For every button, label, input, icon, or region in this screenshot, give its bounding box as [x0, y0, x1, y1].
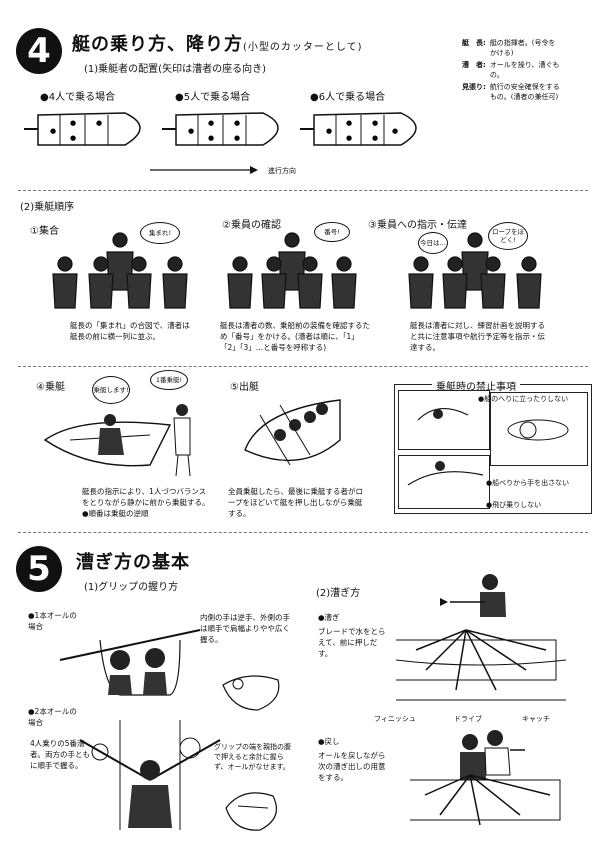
seat-label-6: ●6人で乗る場合 [310, 88, 385, 103]
one-oar-grip-illustration [60, 620, 200, 700]
section-4-title-text: 艇の乗り方、降り方 [72, 34, 243, 55]
roles-legend: 艇 長:艇の指揮者。(号令をかける) 漕 者:オールを操り、漕ぐもの。 見張り:… [462, 38, 592, 102]
return-phases-illustration [410, 770, 570, 830]
stroke-desc: ブレードで水をとらえて、前に押しだす。 [318, 626, 386, 659]
step-caption: 全員乗艇したら、最後に乗艇する者がロープをほどいて艇を押し出しながら乗艇する。 [228, 486, 368, 519]
divider [18, 190, 588, 191]
phase-label: フィニッシュ [374, 714, 416, 724]
return-label: ●戻し [318, 736, 340, 747]
step-label: ③乗員への指示・伝達 [368, 216, 467, 231]
phase-label: キャッチ [522, 714, 550, 724]
seating-subtitle: (1)乗艇者の配置(矢印は漕者の座る向き) [84, 60, 266, 75]
svg-text:●: ● [234, 119, 240, 127]
section-4-title: 艇の乗り方、降り方(小型のカッターとして) [72, 30, 363, 56]
divider [18, 366, 588, 367]
step-caption: 艇長の「集まれ」の合図で、漕者は艇長の前に横一列に並ぶ。 [70, 320, 190, 342]
thumb-grip-detail [218, 778, 288, 838]
step-label: ⑤出艇 [230, 378, 259, 393]
boat-diagram-5: ● ● ● ● ● [168, 105, 298, 155]
step-caption: 艇長の指示により、1人づつバランスをとりながら静かに前から乗艇する。●順番は乗艇… [82, 486, 212, 519]
seat-label-4: ●4人で乗る場合 [40, 88, 115, 103]
direction-arrow [150, 165, 260, 175]
svg-text:●: ● [234, 134, 240, 142]
svg-text:●: ● [50, 127, 56, 135]
svg-text:●: ● [372, 134, 378, 142]
forbidden-illustrations [398, 390, 588, 508]
hand-grip-detail [218, 660, 288, 720]
boarding-order-subtitle: (2)乗艇順序 [20, 198, 74, 213]
speech-bubble: 1番乗艇! [150, 370, 188, 390]
svg-text:●: ● [208, 134, 214, 142]
two-oar-grip-illustration [80, 720, 220, 830]
step-label: ④乗艇 [36, 378, 65, 393]
phase-label: ドライブ [454, 714, 482, 724]
svg-text:●: ● [188, 127, 194, 135]
svg-text:●: ● [392, 127, 398, 135]
grip-subtitle: (1)グリップの握り方 [84, 578, 178, 593]
direction-label: 進行方向 [268, 166, 296, 176]
role-desc: 航行の安全確保をするもの。(漕者の兼任可) [490, 82, 560, 102]
roll-call-illustration [222, 230, 362, 310]
role-name: 艇 長: [462, 38, 486, 58]
one-oar-note: 内側の手は逆手、外側の手は順手で肩幅よりやや広く握る。 [200, 612, 290, 645]
boat-diagram-4: ● ● ● ● [30, 105, 160, 155]
svg-text:●: ● [70, 119, 76, 127]
instruction-illustration [405, 230, 555, 310]
grip-note: グリップの端を親指の腹で押えると余計に握らず、オールがなせます。 [214, 742, 296, 772]
seat-label-5: ●5人で乗る場合 [175, 88, 250, 103]
role-desc: オールを操り、漕ぐもの。 [490, 60, 560, 80]
step-caption: 艇長は漕者の数、乗船前の装備を確認するため「番号」をかける。(漕者は順に、「1」… [220, 320, 370, 353]
assembly-illustration [45, 230, 195, 310]
divider [18, 532, 588, 533]
boat-diagram-6: ● ● ● ● ● ● [306, 105, 436, 155]
svg-text:●: ● [96, 119, 102, 127]
section-number-5: 5 [16, 546, 62, 592]
svg-text:●: ● [346, 134, 352, 142]
stroke-phases-illustration [396, 620, 566, 710]
role-name: 漕 者: [462, 60, 486, 80]
stroke-label: ●漕ぎ [318, 612, 340, 623]
section-number-4: 4 [16, 28, 62, 74]
rowing-subtitle: (2)漕ぎ方 [316, 584, 360, 599]
svg-text:●: ● [346, 119, 352, 127]
role-desc: 艇の指揮者。(号令をかける) [490, 38, 560, 58]
step-label: ②乗員の確認 [222, 216, 281, 231]
two-oar-label: ●2本オールの場合 [28, 706, 78, 728]
step-caption: 艇長は漕者に対し、練習計画を説明すると共に注意事項や航行予定等を指示・伝達する。 [410, 320, 550, 353]
svg-text:●: ● [70, 134, 76, 142]
role-name: 見張り: [462, 82, 486, 102]
svg-text:●: ● [372, 119, 378, 127]
boarding-illustration [40, 400, 200, 480]
section-4-title-note: (小型のカッターとして) [243, 42, 363, 53]
section-5-title: 漕ぎ方の基本 [76, 548, 190, 574]
svg-text:●: ● [208, 119, 214, 127]
return-desc: オールを戻しながら次の漕ぎ出しの用意をする。 [318, 750, 390, 783]
svg-text:●: ● [326, 127, 332, 135]
departure-illustration [240, 395, 350, 485]
